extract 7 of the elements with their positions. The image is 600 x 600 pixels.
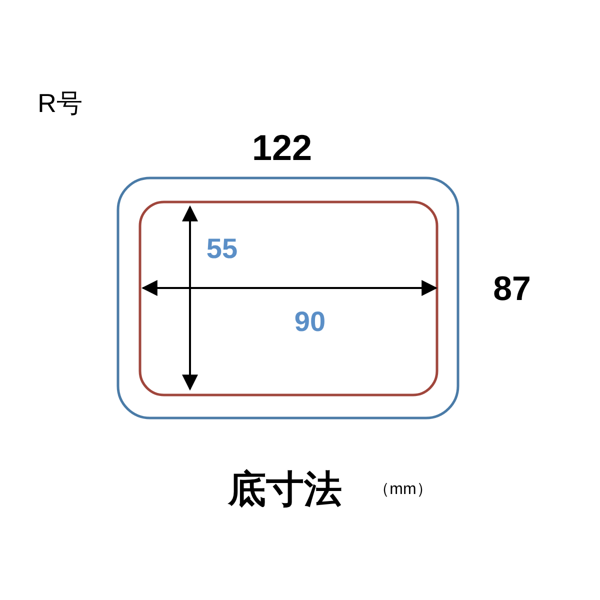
dimension-label: 87 bbox=[493, 272, 531, 306]
dimension-label: 90 bbox=[294, 308, 326, 336]
dimension-label: 122 bbox=[252, 130, 312, 166]
unit-label: （mm） bbox=[374, 482, 432, 498]
size-label: R号 bbox=[38, 90, 82, 116]
caption-text: 底寸法 bbox=[228, 471, 342, 509]
dimension-label: 55 bbox=[206, 235, 238, 263]
